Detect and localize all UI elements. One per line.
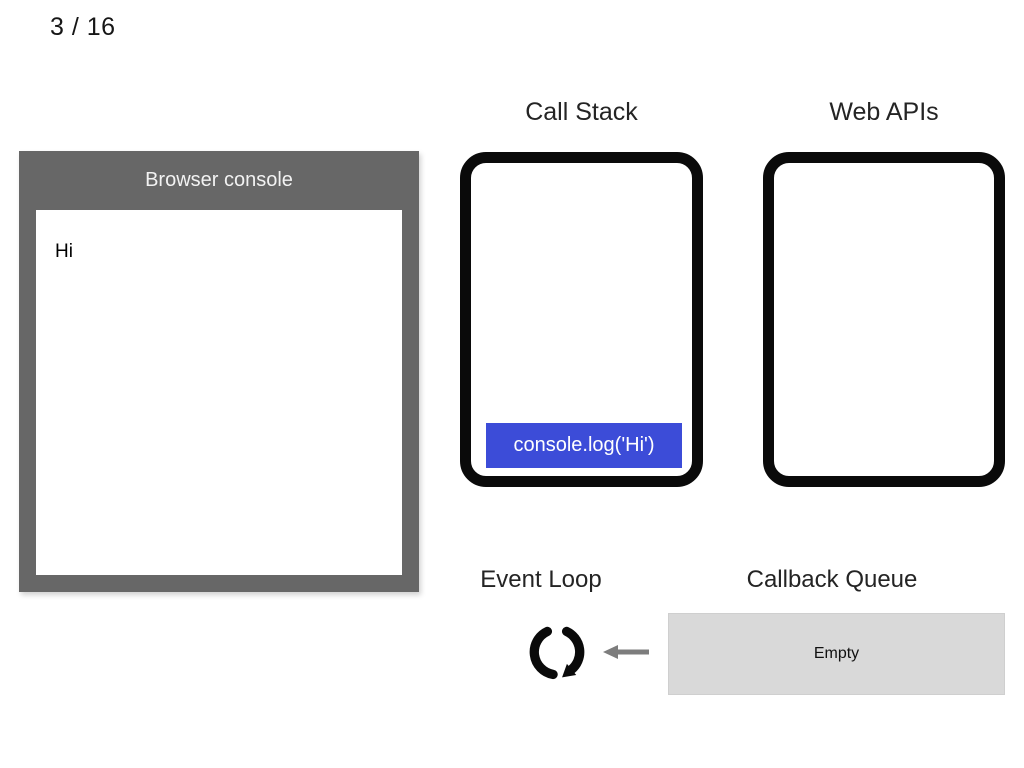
callback-queue-box: Empty — [668, 613, 1005, 695]
console-log-line: Hi — [55, 241, 73, 262]
call-stack-title: Call Stack — [525, 98, 638, 126]
call-stack-panel: console.log('Hi') — [460, 152, 703, 487]
browser-console-window: Browser console Hi — [19, 151, 419, 592]
web-apis-panel — [763, 152, 1005, 487]
callback-queue-status: Empty — [813, 645, 860, 662]
event-loop-title: Event Loop — [480, 566, 602, 593]
browser-console-title: Browser console — [145, 169, 293, 191]
stack-frame: console.log('Hi') — [486, 423, 682, 468]
callback-queue-title: Callback Queue — [746, 566, 918, 593]
left-arrow-icon — [603, 645, 649, 659]
clockwise-loop-arrow-icon — [529, 626, 585, 680]
browser-console-output: Hi — [36, 210, 402, 575]
page-counter: 3 / 16 — [50, 13, 116, 41]
web-apis-title: Web APIs — [829, 98, 939, 126]
